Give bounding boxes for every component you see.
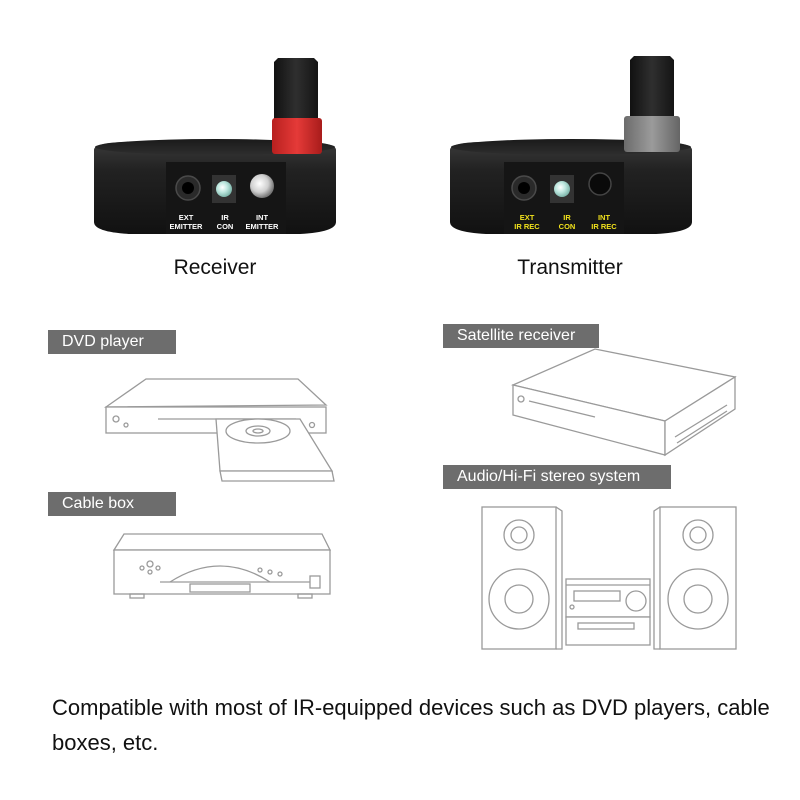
stereo-system-icon	[481, 506, 737, 650]
receiver-port-label-ir: IR CON	[216, 213, 234, 231]
dvd-player-tag: DVD player	[48, 330, 176, 354]
satellite-receiver-icon	[510, 348, 737, 457]
transmitter-label: Transmitter	[517, 256, 623, 279]
stereo-system-tag: Audio/Hi-Fi stereo system	[443, 465, 671, 489]
cable-box-icon	[112, 533, 332, 599]
transmitter-port-label-int: INT IR REC	[591, 213, 617, 231]
transmitter-port-label-ext: EXT IR REC	[514, 213, 540, 231]
dvd-player-icon	[103, 378, 335, 482]
receiver-port-label-int: INT EMITTER	[245, 213, 279, 231]
satellite-receiver-tag: Satellite receiver	[443, 324, 599, 348]
receiver-unit-icon	[94, 58, 336, 234]
receiver-port-label-ext: EXT EMITTER	[169, 213, 203, 231]
receiver-label: Receiver	[173, 256, 257, 279]
transmitter-unit-icon	[450, 56, 692, 234]
compatibility-caption: Compatible with most of IR-equipped devi…	[52, 695, 770, 755]
transmitter-port-label-ir: IR CON	[558, 213, 576, 231]
cable-box-tag: Cable box	[48, 492, 176, 516]
